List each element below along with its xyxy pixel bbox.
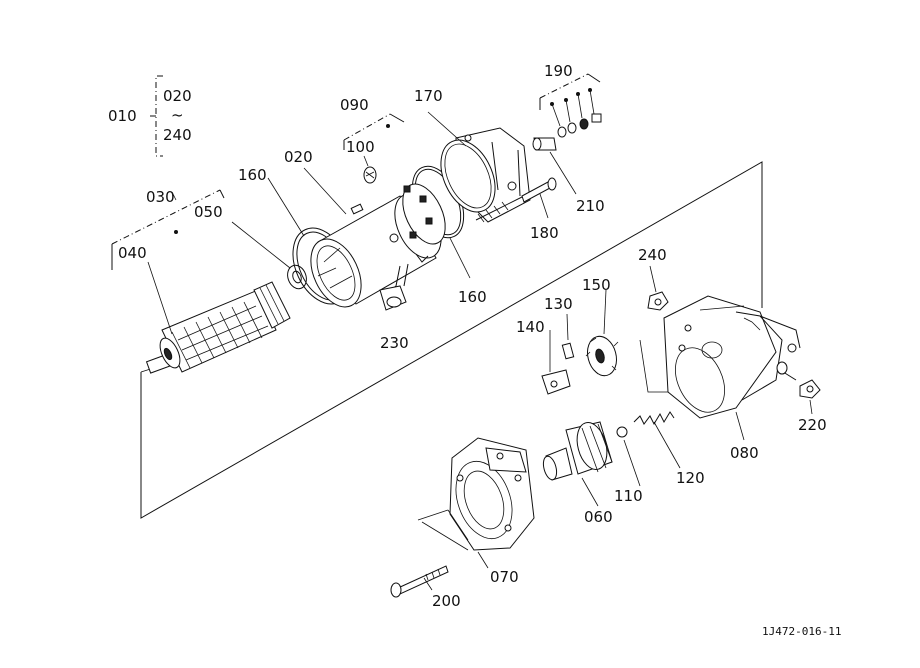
part-labels: 010 020 ~ 240 030 050 040 160 020 090 10… [108, 62, 841, 638]
label-220: 220 [798, 416, 827, 434]
spring-120 [633, 411, 675, 426]
idler-gear-150 [585, 335, 619, 377]
label-170: 170 [414, 87, 443, 105]
label-160-top: 160 [238, 166, 267, 184]
label-120: 120 [676, 469, 705, 487]
label-060: 060 [584, 508, 613, 526]
terminal-hardware-190 [539, 73, 602, 138]
magnetic-switch-080 [663, 295, 801, 419]
label-020-range-top: 020 [163, 87, 192, 105]
label-160-bottom: 160 [458, 288, 487, 306]
label-230: 230 [380, 334, 409, 352]
label-210: 210 [576, 197, 605, 215]
label-010: 010 [108, 107, 137, 125]
through-bolt-180 [521, 177, 557, 203]
label-130: 130 [544, 295, 573, 313]
label-240-range-bottom: 240 [163, 126, 192, 144]
leader-lines [147, 111, 813, 591]
label-070: 070 [490, 568, 519, 586]
label-140: 140 [516, 318, 545, 336]
label-range-tilde: ~ [171, 106, 184, 124]
nut-240 [647, 291, 669, 311]
label-110: 110 [614, 487, 643, 505]
label-190: 190 [544, 62, 573, 80]
label-240: 240 [638, 246, 667, 264]
pin-130 [561, 342, 575, 360]
rear-cover-170 [440, 127, 531, 223]
terminal-bolt-210 [532, 137, 557, 151]
sub-assembly-bracket-030 [111, 189, 225, 270]
diagram-reference-code: 1J472-016-11 [762, 625, 841, 638]
lead-wire-230 [379, 263, 409, 311]
label-020: 020 [284, 148, 313, 166]
brush-holder-090 [343, 113, 446, 263]
label-180: 180 [530, 224, 559, 242]
label-100: 100 [346, 138, 375, 156]
ball-110 [616, 426, 628, 438]
label-150: 150 [582, 276, 611, 294]
label-050: 050 [194, 203, 223, 221]
drive-housing-070 [449, 437, 535, 551]
clutch-pinion-060 [542, 421, 613, 481]
label-040: 040 [118, 244, 147, 262]
nut-220 [776, 361, 821, 399]
label-090: 090 [340, 96, 369, 114]
label-080: 080 [730, 444, 759, 462]
bolt-200 [390, 565, 449, 598]
armature-040 [145, 281, 291, 374]
label-200: 200 [432, 592, 461, 610]
assembly-bracket-010 [150, 75, 163, 157]
spring-100 [363, 166, 377, 184]
retainer-140 [541, 369, 571, 395]
label-030: 030 [146, 188, 175, 206]
